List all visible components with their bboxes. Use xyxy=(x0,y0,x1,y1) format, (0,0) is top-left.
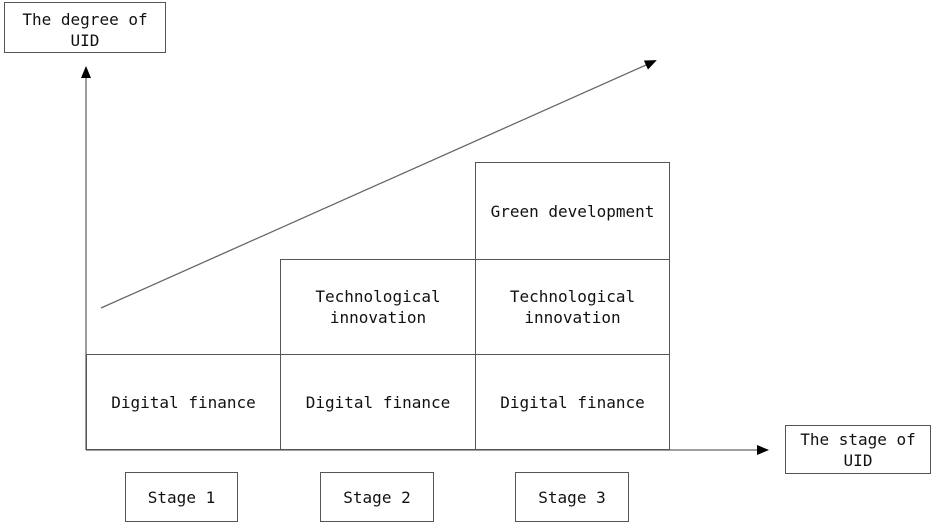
stage-1-label: Stage 1 xyxy=(125,472,238,522)
trend-arrow xyxy=(100,60,657,309)
stage-2-label: Stage 2 xyxy=(320,472,434,522)
stage-2-technological-innovation: Technological innovation xyxy=(280,259,476,355)
y-axis-label: The degree of UID xyxy=(4,2,166,53)
stage-3-label: Stage 3 xyxy=(515,472,629,522)
stage-3-digital-finance: Digital finance xyxy=(475,354,670,450)
stage-3-technological-innovation: Technological innovation xyxy=(475,259,670,355)
x-axis-label: The stage of UID xyxy=(785,425,931,474)
stage-1-digital-finance: Digital finance xyxy=(86,354,281,450)
stage-3-green-development: Green development xyxy=(475,162,670,260)
stage-2-digital-finance: Digital finance xyxy=(280,354,476,450)
